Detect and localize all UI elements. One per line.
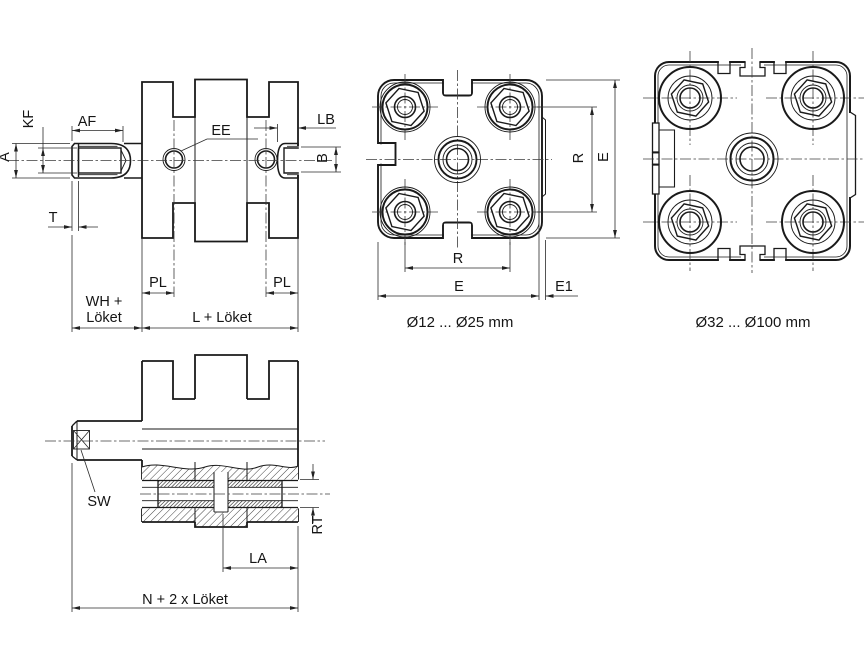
sensor-rail-edge [541,116,546,198]
side-section-view: SW RT LA N + 2 x Löket [45,354,330,612]
dim-label-b: B [315,153,331,163]
dim-label-sw: SW [87,494,111,510]
dim-label-la: LA [249,551,267,567]
dim-label-pl-right: PL [273,275,291,291]
dim-label-lb: LB [317,112,335,128]
sensor-slot-top [739,60,766,77]
dim-label-r-vertical: R [571,153,587,163]
caption-small-bores: Ø12 ... Ø25 mm [407,314,514,331]
front-view-small: R E R E E1 Ø12 ... Ø25 mm [366,70,620,331]
dim-label-r-horizontal: R [453,251,463,267]
piston-rod-circles-large [725,132,779,186]
dim-label-t: T [49,210,58,226]
dim-label-e-vertical: E [596,152,612,162]
caption-large-bores: Ø32 ... Ø100 mm [695,314,810,331]
front-view-small-dimensions [377,79,620,300]
piston-rod-circles-small [434,136,481,183]
sensor-rail-right [848,111,857,199]
dim-label-pl-left: PL [149,275,167,291]
dim-label-kf: KF [21,110,37,129]
dim-label-ee: EE [211,123,231,139]
side-view-female-thread: A KF AF T EE LB B PL PL WH + Löket L + L… [0,78,341,332]
dim-label-e1: E1 [555,279,573,295]
dim-label-wh-2: Löket [86,310,121,326]
side-view-dimensions [12,124,341,332]
dim-label-n: N + 2 x Löket [142,592,228,608]
dim-label-e-horizontal: E [454,279,464,295]
sensor-slot-bottom [739,245,766,262]
dim-label-wh-1: WH + [86,294,123,310]
mounting-notches [717,60,787,262]
front-view-large: Ø32 ... Ø100 mm [643,48,864,331]
dim-label-l: L + Löket [192,310,252,326]
dim-label-af: AF [78,114,97,130]
dim-label-a: A [0,152,13,162]
section-dimensions [71,449,319,612]
dim-label-rt: RT [310,515,326,534]
wrench-flat-square [73,430,90,450]
